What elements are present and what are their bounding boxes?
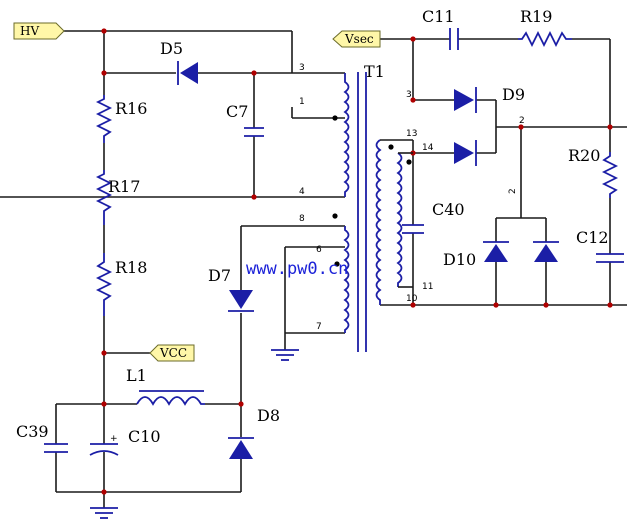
c7-label: C7: [226, 102, 248, 121]
capacitor-c12: [596, 253, 624, 263]
pin-3-primary: 3: [299, 63, 305, 73]
resistor-r16: [95, 95, 113, 143]
pin-10-secondary: 10: [406, 294, 418, 304]
c11-label: C11: [422, 7, 455, 26]
pin-7-primary: 7: [316, 322, 322, 332]
resistor-r17: [95, 170, 113, 225]
pin-13-secondary: 13: [406, 129, 417, 139]
c10-label: C10: [128, 427, 161, 446]
pin-11-secondary: 11: [422, 282, 433, 292]
capacitor-c7: [244, 127, 264, 137]
d7-label: D7: [208, 266, 231, 285]
resistor-r19: [518, 30, 572, 48]
ground-symbol-mid: [271, 349, 299, 361]
d10-label: D10: [443, 250, 476, 269]
r20-label: R20: [568, 146, 600, 165]
pin-2-d9: 2: [519, 116, 525, 126]
l1-label: L1: [126, 366, 147, 385]
diode-d10: [483, 241, 559, 262]
diode-d9: [454, 87, 477, 166]
pin-8-primary: 8: [299, 214, 305, 224]
r16-label: R16: [115, 99, 147, 118]
pin-4-primary: 4: [299, 187, 305, 197]
pin-1-primary: 1: [299, 97, 305, 107]
primary-wires: [0, 30, 345, 508]
c39-label: C39: [16, 422, 49, 441]
c10-plus: +: [110, 434, 118, 444]
pin-14-secondary: 14: [422, 143, 434, 153]
t1-label: T1: [364, 62, 385, 81]
watermark-text: www.pw0.cn: [246, 259, 348, 279]
net-tag-vcc: VCC: [149, 344, 195, 362]
resistor-r18: [95, 253, 113, 316]
d9-label: D9: [502, 85, 525, 104]
diode-d8: [228, 437, 254, 459]
net-tag-vsec-label: Vsec: [344, 32, 374, 46]
capacitor-c10: [89, 443, 119, 456]
pin-6-primary: 6: [316, 245, 322, 255]
pin-3-secondary: 3: [406, 90, 412, 100]
diode-d7: [228, 290, 254, 312]
ground-symbol-bottom: [90, 507, 118, 519]
junction-dots: [101, 28, 613, 495]
r19-label: R19: [520, 7, 552, 26]
secondary-wires: [380, 38, 627, 306]
resistor-r20: [601, 152, 619, 198]
r18-label: R18: [115, 258, 147, 277]
net-tag-vsec: Vsec: [332, 30, 381, 48]
d5-label: D5: [160, 39, 183, 58]
d8-label: D8: [257, 406, 280, 425]
capacitor-c11: [449, 28, 459, 50]
net-tag-hv: HV: [13, 22, 65, 40]
capacitor-c40: [402, 224, 424, 234]
pin-2-d10: 2: [508, 188, 518, 194]
diode-d5: [177, 61, 198, 85]
net-tag-vcc-label: VCC: [159, 346, 187, 360]
capacitor-c39: [44, 443, 68, 453]
transformer-t1: [332, 72, 413, 352]
c40-label: C40: [432, 200, 465, 219]
inductor-l1: [136, 390, 205, 406]
r17-label: R17: [108, 177, 140, 196]
net-tag-hv-label: HV: [20, 24, 39, 38]
c12-label: C12: [576, 228, 609, 247]
